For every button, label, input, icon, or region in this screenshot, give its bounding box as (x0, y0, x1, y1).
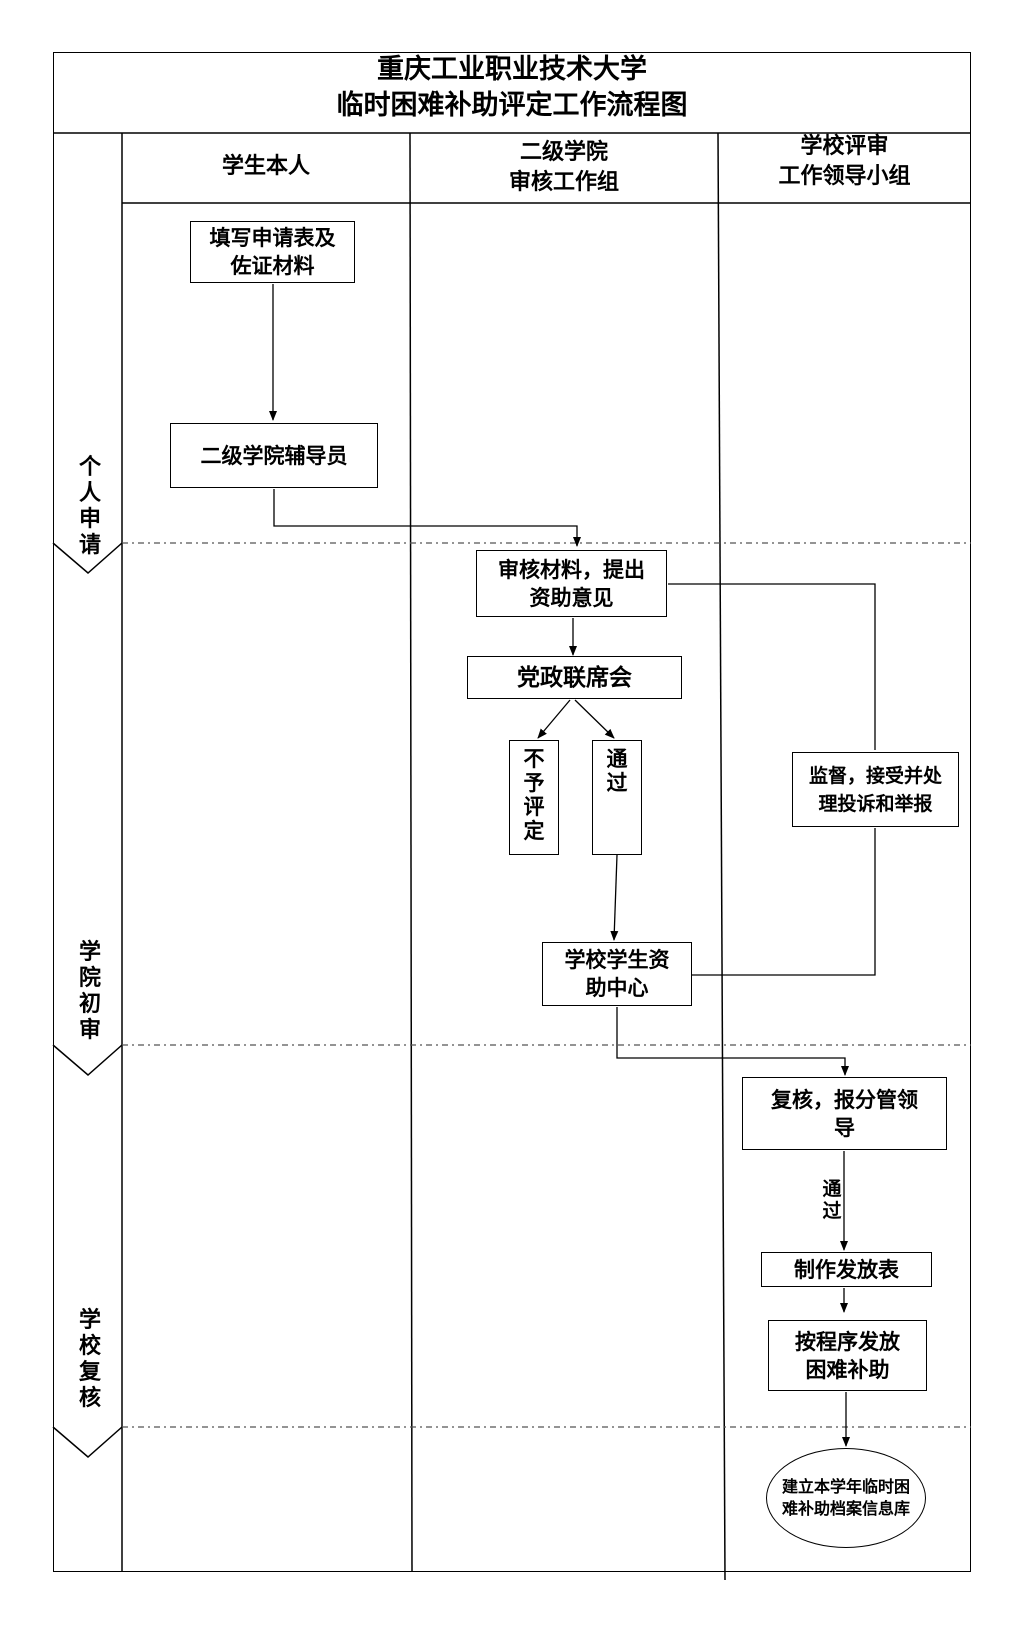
column-header-student-label: 学生本人 (221, 154, 310, 179)
lane-line-college (717, 132, 726, 1581)
column-header-college-line-1: 二级学院 (519, 140, 608, 165)
node-not-approved: 不 予 评 定 (509, 740, 559, 855)
node-counselor: 二级学院辅导员 (170, 423, 378, 488)
stage-label-apply: 个 人 申 请 (60, 455, 120, 559)
stage-chevron-3 (52, 1426, 123, 1458)
column-header-college-line-2: 审核工作组 (508, 170, 619, 195)
node-supervise: 监督，接受并处 理投诉和举报 (792, 752, 959, 827)
node-archive-line: 建立本学年临时困 (781, 1477, 910, 1496)
column-header-college: 二级学院 审核工作组 (410, 138, 718, 198)
node-recheck-line: 导 (834, 1115, 855, 1140)
node-make-table-label: 制作发放表 (794, 1257, 899, 1282)
column-header-school-line-2: 工作领导小组 (778, 164, 911, 189)
node-review-materials-line: 资助意见 (529, 585, 614, 610)
node-not-approved-char: 予 (523, 771, 545, 795)
node-counselor-label: 二级学院辅导员 (200, 443, 348, 468)
node-fill-application-line: 佐证材料 (230, 254, 315, 278)
node-recheck: 复核，报分管领 导 (742, 1077, 947, 1150)
title-line-2: 临时困难补助评定工作流程图 (336, 90, 688, 121)
supervise-link-top (668, 583, 876, 750)
title-line-1: 重庆工业职业技术大学 (377, 54, 647, 85)
arrow-pass-to-center (610, 854, 619, 941)
label-pass: 通 过 (817, 1178, 847, 1222)
stage-label-college-review-char: 初 (78, 992, 101, 1017)
node-distribute-line: 困难补助 (805, 1357, 890, 1382)
stage-label-apply-char: 个 (78, 455, 101, 480)
node-aid-center-line: 学校学生资 (564, 948, 670, 972)
node-not-approved-char: 不 (523, 747, 545, 771)
lane-line-student (409, 132, 413, 1573)
node-archive: 建立本学年临时困 难补助档案信息库 (766, 1448, 926, 1548)
stage-label-apply-char: 请 (78, 533, 101, 558)
label-pass-char: 通 (822, 1178, 842, 1200)
arrow-meeting-to-reject (537, 699, 571, 739)
node-aid-center-line: 助中心 (585, 976, 649, 1000)
stage-label-school-recheck-char: 校 (78, 1334, 101, 1359)
node-not-approved-char: 定 (523, 819, 545, 843)
label-pass-char: 过 (822, 1200, 842, 1222)
node-distribute: 按程序发放 困难补助 (768, 1320, 927, 1391)
node-not-approved-char: 评 (523, 795, 545, 819)
stage-chevron-2 (52, 1044, 123, 1076)
arrow-center-to-recheck (616, 1007, 849, 1076)
node-archive-line: 难补助档案信息库 (781, 1499, 910, 1518)
stage-label-school-recheck-char: 核 (78, 1386, 101, 1411)
stage-label-apply-char: 申 (78, 507, 101, 532)
supervise-link-bottom (692, 828, 876, 976)
node-distribute-line: 按程序发放 (795, 1329, 900, 1354)
node-joint-meeting-label: 党政联席会 (517, 664, 632, 691)
node-fill-application: 填写申请表及 佐证材料 (190, 221, 355, 283)
node-aid-center: 学校学生资 助中心 (542, 942, 692, 1006)
stage-label-college-review: 学 院 初 审 (60, 940, 120, 1044)
stage-label-college-review-char: 审 (78, 1018, 101, 1043)
column-header-school: 学校评审 工作领导小组 (718, 132, 971, 192)
stage-label-school-recheck-char: 复 (78, 1360, 101, 1385)
arrow-counselor-to-review (273, 489, 581, 547)
stage-label-school-recheck: 学 校 复 核 (60, 1308, 120, 1412)
node-joint-meeting: 党政联席会 (467, 656, 682, 699)
node-review-materials: 审核材料，提出 资助意见 (476, 550, 667, 617)
stage-chevron-1 (52, 542, 123, 574)
node-fill-application-line: 填写申请表及 (209, 226, 336, 250)
column-header-school-line-1: 学校评审 (800, 134, 889, 159)
node-supervise-line: 监督，接受并处 (808, 764, 942, 787)
stage-label-apply-char: 人 (78, 481, 101, 506)
stage-label-school-recheck-char: 学 (78, 1308, 101, 1333)
node-recheck-line: 复核，报分管领 (771, 1087, 918, 1112)
node-supervise-line: 理投诉和举报 (818, 792, 933, 815)
stage-label-college-review-char: 学 (78, 940, 101, 965)
node-make-table: 制作发放表 (761, 1252, 932, 1287)
column-header-student: 学生本人 (122, 152, 410, 182)
arrow-meeting-to-pass (574, 699, 615, 739)
node-review-materials-line: 审核材料，提出 (498, 557, 645, 582)
node-approved-char: 过 (606, 771, 628, 795)
stage-label-college-review-char: 院 (78, 966, 101, 991)
node-approved-char: 通 (606, 747, 628, 771)
page-title: 重庆工业职业技术大学 临时困难补助评定工作流程图 (53, 52, 971, 124)
flowchart-frame (53, 52, 971, 1572)
node-approved: 通 过 (592, 740, 642, 855)
